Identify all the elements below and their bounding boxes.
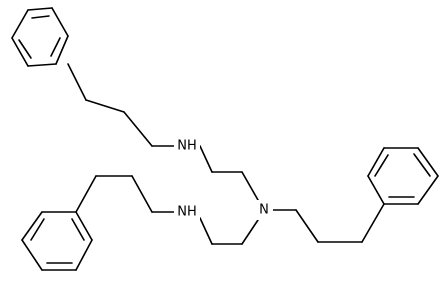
bond-chain-b-2 (295, 209, 319, 243)
bond-layer (11, 7, 439, 271)
atom-label-layer: N NH NH (174, 136, 273, 222)
atom-n2-background (174, 136, 200, 156)
bond-chain-a-1 (67, 63, 87, 101)
bond-ring-c-6 (75, 211, 93, 241)
bond-chain-b-4 (361, 203, 385, 243)
bond-ring-a-2 (51, 7, 69, 37)
bond-ring-a-3 (55, 35, 69, 65)
bond-chain-a-2 (85, 99, 125, 113)
bond-ethyl-a-1 (199, 145, 213, 173)
atom-n3-background (174, 202, 200, 222)
bond-ring-a-6 (11, 9, 29, 39)
bond-ring-b-6 (367, 175, 385, 205)
bond-ring-c-2 (21, 211, 43, 241)
bond-ring-c-inner-3 (71, 218, 85, 241)
atom-n3-label: NH (177, 205, 197, 220)
bond-ring-a-5 (11, 37, 29, 67)
bond-chain-c-4 (75, 175, 97, 213)
bond-ring-b-inner-3 (374, 154, 389, 177)
bond-ring-a-inner-2 (50, 37, 61, 57)
bond-ring-a-1 (27, 7, 53, 11)
bond-ring-b-2 (417, 175, 439, 205)
bond-chain-a-3 (123, 111, 153, 147)
bond-ring-a-4 (27, 63, 57, 67)
bond-ring-a-inner-1 (31, 15, 50, 19)
bond-ethyl-b-1 (241, 219, 259, 245)
bond-ring-b-inner-2 (413, 153, 431, 177)
bond-ring-a-inner-3 (18, 39, 32, 59)
bond-ethyl-a-3 (241, 171, 259, 201)
atom-n2-label: NH (177, 139, 197, 154)
bond-ring-c-5 (75, 239, 93, 271)
bond-chain-c-2 (131, 175, 153, 213)
atom-n1-background (255, 200, 273, 220)
bond-ring-b-3 (417, 147, 439, 177)
bond-ring-c-3 (21, 239, 43, 271)
bond-ring-c-inner-1 (30, 218, 45, 241)
bond-ethyl-b-3 (199, 217, 213, 245)
bond-ring-b-5 (367, 147, 385, 177)
atom-n1-label: N (259, 203, 269, 218)
